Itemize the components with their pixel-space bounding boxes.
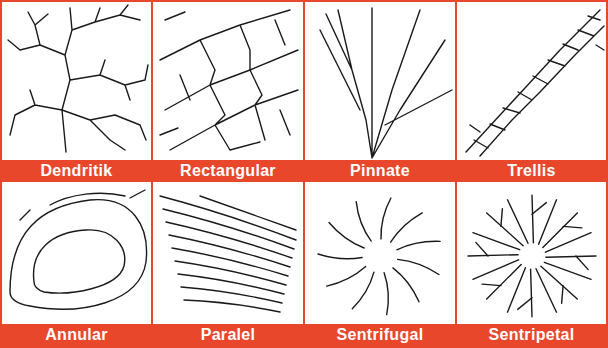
river-stroke (544, 262, 591, 279)
river-stroke (508, 268, 526, 313)
river-stroke (391, 213, 423, 242)
river-stroke (329, 223, 364, 249)
pattern-label: Trellis (507, 162, 555, 180)
label-band: Sentrifugal (305, 324, 455, 346)
river-stroke (539, 200, 557, 245)
river-stroke (487, 264, 522, 299)
river-stroke (482, 284, 501, 286)
repeated-strokes (160, 195, 596, 317)
river-stroke (172, 248, 288, 276)
river-stroke (384, 273, 388, 315)
label-band: Trellis (457, 160, 606, 182)
river-stroke (473, 260, 519, 280)
river-stroke (397, 241, 440, 249)
river-stroke (184, 300, 280, 312)
pattern-label: Sentrifugal (337, 326, 424, 344)
label-band: Paralel (153, 324, 303, 346)
label-band: Pinnate (305, 160, 455, 182)
label-band: Sentripetal (457, 324, 606, 346)
river-stroke (200, 196, 296, 230)
river-stroke (532, 195, 533, 243)
river-stroke (178, 274, 284, 294)
river-stroke (546, 256, 596, 257)
river-stroke (508, 200, 529, 244)
river-stroke (543, 213, 578, 248)
pattern-label: Paralel (201, 326, 256, 344)
river-stroke (473, 233, 520, 250)
river-stroke (545, 233, 591, 253)
pattern-label: Dendritik (40, 162, 112, 180)
river-stroke (163, 209, 294, 249)
river-stroke (518, 298, 532, 310)
label-band: Annular (2, 324, 151, 346)
river-stroke (476, 242, 488, 256)
river-stroke (318, 254, 362, 259)
river-stroke (576, 256, 588, 270)
river-stroke (393, 268, 419, 302)
river-strokes (8, 5, 604, 309)
river-stroke (166, 222, 292, 258)
pattern-label: Pinnate (350, 162, 410, 180)
pattern-label: Sentripetal (489, 326, 575, 344)
river-stroke (468, 255, 518, 256)
river-stroke (487, 213, 523, 246)
river-stroke (531, 269, 532, 317)
river-stroke (563, 226, 582, 228)
river-stroke (501, 209, 503, 227)
river-stroke (398, 259, 439, 274)
river-stroke (381, 198, 391, 239)
river-stroke (532, 203, 546, 215)
pattern-label: Rectangular (180, 162, 276, 180)
river-stroke (352, 272, 374, 309)
river-stroke (356, 202, 371, 242)
label-band: Dendritik (2, 160, 151, 182)
river-stroke (536, 269, 557, 313)
pattern-label: Annular (45, 326, 108, 344)
label-band: Rectangular (153, 160, 303, 182)
river-stroke (160, 196, 296, 240)
river-stroke (562, 286, 564, 304)
river-stroke (327, 266, 366, 286)
river-stroke (541, 266, 577, 299)
